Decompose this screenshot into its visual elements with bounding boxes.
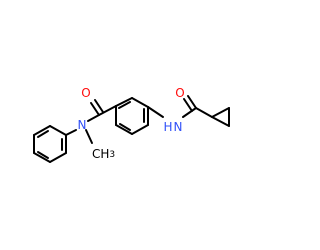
bond	[187, 95, 197, 109]
phenyl-ring	[33, 125, 67, 163]
atom-label-oxygen-amide: O	[81, 86, 90, 100]
benzene-ring	[115, 97, 149, 135]
bond	[49, 125, 67, 136]
bond	[131, 124, 149, 135]
bond	[147, 106, 164, 118]
bond	[33, 125, 51, 136]
bond	[94, 99, 104, 113]
bond	[85, 129, 93, 144]
atom-label-nitrogen-h: H	[163, 120, 172, 134]
atom-label-nitrogen-amide: N	[174, 120, 183, 134]
cyclopropyl-ring	[211, 107, 230, 127]
methyl-text: CH	[92, 147, 109, 161]
bond	[37, 151, 49, 159]
methyl-subscript: 3	[109, 150, 115, 160]
bond	[211, 116, 230, 127]
bond	[182, 107, 197, 118]
bond	[98, 105, 117, 116]
bond	[87, 114, 100, 122]
atom-label-oxygen-cyclopropyl: O	[175, 86, 184, 100]
bond	[118, 101, 131, 109]
structure-svg: O N CH3 N H O	[33, 86, 230, 163]
bond	[33, 152, 51, 163]
bond	[37, 130, 49, 138]
bond	[115, 97, 133, 107]
bond	[115, 124, 133, 135]
bond	[119, 123, 131, 131]
bond	[131, 97, 149, 108]
bond	[195, 107, 213, 118]
atom-label-methyl: CH3	[92, 147, 115, 161]
molecule-diagram: O N CH3 N H O	[33, 86, 230, 163]
bond	[183, 98, 193, 112]
bond	[65, 129, 77, 136]
bond	[211, 107, 230, 118]
bond	[49, 152, 67, 163]
atom-label-nitrogen-tertiary: N	[78, 118, 87, 132]
bond	[90, 102, 100, 116]
